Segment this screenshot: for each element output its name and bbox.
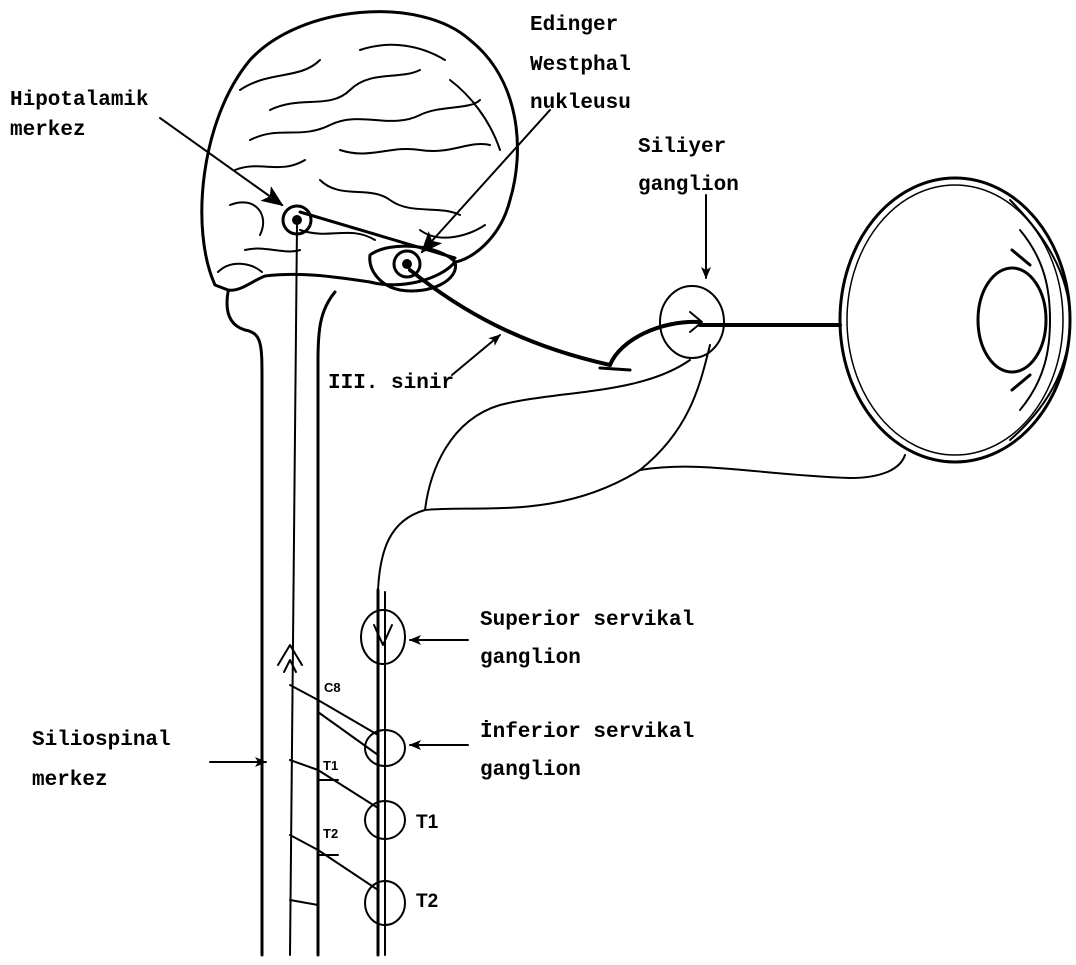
brain-illustration [202, 12, 518, 291]
sympathetic-chain [361, 590, 405, 955]
label-segment-c8: C8 [324, 680, 341, 695]
label-edinger-3: nukleusu [530, 92, 631, 115]
label-edinger-2: Westphal [530, 54, 631, 77]
label-superior-1: Superior servikal [480, 609, 694, 632]
arrow-to-third-nerve [452, 335, 500, 375]
label-segment-t1-outer: T1 [416, 812, 439, 833]
label-ciliary-2: ganglion [638, 174, 739, 197]
label-segment-t2-outer: T2 [416, 891, 438, 912]
label-inferior-1: İnferior servikal [480, 720, 694, 744]
label-ciliospinal-2: merkez [32, 769, 108, 792]
label-ciliary-1: Siliyer [638, 136, 726, 159]
pointer-arrows [160, 110, 706, 762]
label-third-nerve: III. sinir [328, 372, 454, 395]
label-hypothalamic-1: Hipotalamik [10, 89, 149, 112]
sympathetic-ascending-nerve [378, 345, 905, 590]
label-inferior-2: ganglion [480, 759, 581, 782]
label-superior-2: ganglion [480, 647, 581, 670]
label-segment-t2-inner: T2 [323, 826, 338, 841]
label-segment-t1-inner: T1 [323, 758, 338, 773]
label-hypothalamic-2: merkez [10, 119, 86, 142]
eye-illustration [840, 178, 1070, 462]
arrow-to-edinger [422, 110, 550, 252]
arrow-to-hypothalamic [160, 118, 282, 205]
third-nerve-tip [600, 368, 630, 370]
label-ciliospinal-1: Siliospinal [32, 729, 171, 752]
label-edinger-1: Edinger [530, 14, 618, 37]
